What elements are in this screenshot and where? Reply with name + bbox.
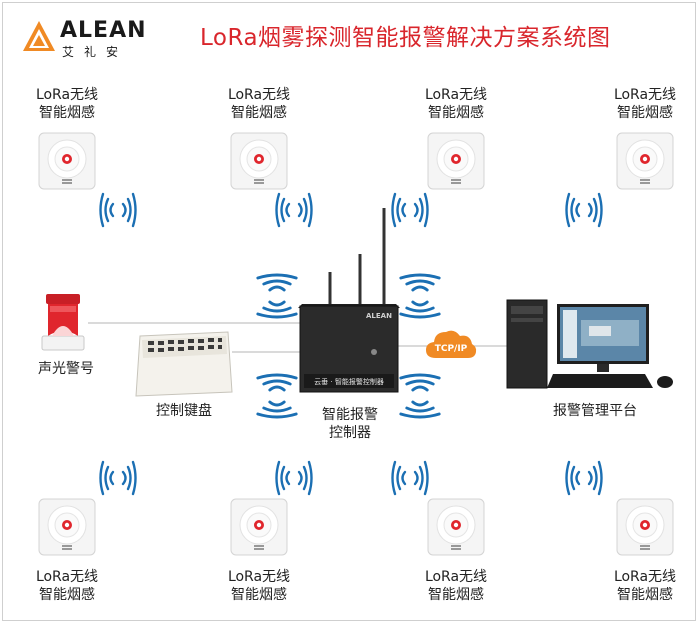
controller-plate-text: 云垂 · 智能报警控制器 bbox=[314, 377, 384, 386]
wireless-signal-icon bbox=[275, 460, 313, 496]
controller-label: 智能报警 控制器 bbox=[300, 406, 400, 442]
smoke-detector-icon bbox=[616, 498, 674, 556]
detector-label-line2: 智能烟感 bbox=[39, 587, 95, 603]
detector-label-line1: LoRa无线 bbox=[227, 87, 291, 103]
keypad-icon bbox=[135, 331, 233, 397]
smoke-detector-label-3: LoRa无线智能烟感 bbox=[411, 86, 501, 122]
detector-label-line2: 智能烟感 bbox=[231, 587, 287, 603]
brand-logo: ALEAN 艾礼安 bbox=[22, 18, 152, 59]
wireless-signal-icon bbox=[399, 273, 441, 319]
keypad-label: 控制键盘 bbox=[156, 403, 212, 419]
detector-label-line2: 智能烟感 bbox=[39, 105, 95, 121]
smoke-detector-8 bbox=[616, 498, 674, 556]
smoke-detector-label-5: LoRa无线智能烟感 bbox=[22, 568, 112, 604]
detector-label-line1: LoRa无线 bbox=[613, 87, 677, 103]
smoke-detector-label-8: LoRa无线智能烟感 bbox=[600, 568, 690, 604]
wireless-signal-icon bbox=[391, 192, 429, 228]
page-title: LoRa烟雾探测智能报警解决方案系统图 bbox=[200, 25, 611, 51]
smoke-detector-5 bbox=[38, 498, 96, 556]
smoke-detector-1 bbox=[38, 132, 96, 190]
detector-label-line1: LoRa无线 bbox=[424, 569, 488, 585]
smoke-detector-label-7: LoRa无线智能烟感 bbox=[411, 568, 501, 604]
controller-icon: ALEAN 云垂 · 智能报警控制器 bbox=[298, 208, 400, 393]
wireless-signal-icon bbox=[399, 373, 441, 419]
smoke-detector-label-1: LoRa无线智能烟感 bbox=[22, 86, 112, 122]
cloud-icon: TCP/IP bbox=[426, 330, 477, 358]
smoke-detector-7 bbox=[427, 498, 485, 556]
controller-brand-text: ALEAN bbox=[366, 312, 392, 320]
cloud-label: TCP/IP bbox=[435, 344, 468, 354]
smoke-detector-icon bbox=[38, 132, 96, 190]
smoke-detector-icon bbox=[427, 132, 485, 190]
wireless-signal-icon bbox=[99, 192, 137, 228]
detector-label-line1: LoRa无线 bbox=[227, 569, 291, 585]
smoke-detector-label-2: LoRa无线智能烟感 bbox=[214, 86, 304, 122]
smoke-detector-4 bbox=[616, 132, 674, 190]
detector-label-line1: LoRa无线 bbox=[424, 87, 488, 103]
detector-label-line2: 智能烟感 bbox=[231, 105, 287, 121]
detector-label-line1: LoRa无线 bbox=[613, 569, 677, 585]
smoke-detector-icon bbox=[38, 498, 96, 556]
wireless-signal-icon bbox=[565, 192, 603, 228]
smoke-detector-2 bbox=[230, 132, 288, 190]
smoke-detector-icon bbox=[616, 132, 674, 190]
wireless-signal-icon bbox=[275, 192, 313, 228]
detector-label-line2: 智能烟感 bbox=[428, 587, 484, 603]
brand-name-en: ALEAN bbox=[60, 18, 147, 43]
smoke-detector-icon bbox=[427, 498, 485, 556]
detector-label-line1: LoRa无线 bbox=[35, 87, 99, 103]
brand-name-cn: 艾礼安 bbox=[62, 45, 129, 59]
smoke-detector-3 bbox=[427, 132, 485, 190]
controller-label-line1: 智能报警 bbox=[322, 407, 378, 423]
platform-label: 报警管理平台 bbox=[553, 403, 637, 419]
smoke-detector-icon bbox=[230, 132, 288, 190]
wireless-signal-icon bbox=[391, 460, 429, 496]
siren-label: 声光警号 bbox=[38, 361, 94, 377]
siren-icon bbox=[41, 294, 85, 351]
controller-label-line2: 控制器 bbox=[329, 425, 371, 441]
detector-label-line1: LoRa无线 bbox=[35, 569, 99, 585]
wireless-signal-icon bbox=[256, 373, 298, 419]
smoke-detector-label-4: LoRa无线智能烟感 bbox=[600, 86, 690, 122]
wireless-signal-icon bbox=[99, 460, 137, 496]
smoke-detector-label-6: LoRa无线智能烟感 bbox=[214, 568, 304, 604]
wireless-signal-icon bbox=[256, 273, 298, 319]
logo-mark-icon bbox=[23, 21, 55, 51]
detector-label-line2: 智能烟感 bbox=[617, 105, 673, 121]
computer-icon bbox=[506, 299, 673, 389]
wireless-signal-icon bbox=[565, 460, 603, 496]
smoke-detector-6 bbox=[230, 498, 288, 556]
detector-label-line2: 智能烟感 bbox=[428, 105, 484, 121]
detector-label-line2: 智能烟感 bbox=[617, 587, 673, 603]
smoke-detector-icon bbox=[230, 498, 288, 556]
